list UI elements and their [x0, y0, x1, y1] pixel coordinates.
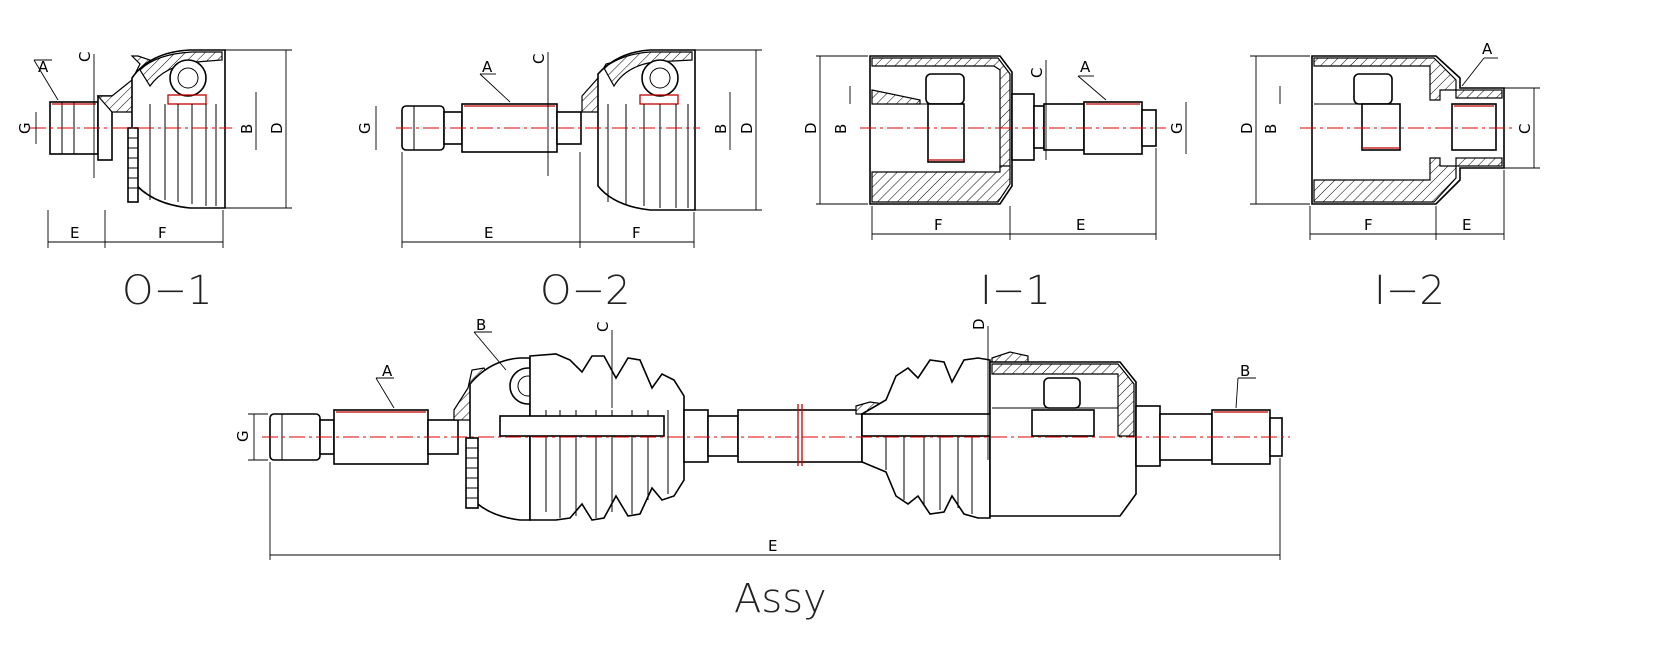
i2-label-c: C: [1516, 124, 1534, 134]
i2-label-a: A: [1482, 40, 1493, 58]
i1-label-d: D: [802, 122, 820, 134]
i2-label-f: F: [1364, 216, 1373, 234]
o2-part: [396, 49, 700, 211]
i2-label-b: B: [1262, 124, 1280, 134]
o1-label-g: G: [16, 122, 34, 134]
i1-label-e: E: [1076, 216, 1085, 234]
view-o2: A C G B D E F O−2: [356, 49, 762, 314]
o2-dimensions: [375, 49, 762, 248]
i1-label-b: B: [832, 124, 850, 134]
o2-label-c: C: [530, 54, 548, 64]
i1-label-f: F: [934, 216, 943, 234]
o2-label-g: G: [356, 122, 374, 134]
assy-label-e: E: [768, 537, 777, 555]
o2-label-b: B: [712, 124, 730, 134]
assy-dimensions: [248, 326, 1281, 560]
o1-label-b: B: [238, 124, 256, 134]
assy-caption: Assy: [734, 576, 827, 622]
o1-abs-ring: [127, 127, 139, 203]
assy-label-b-right: B: [1240, 362, 1250, 380]
i1-label-c: C: [1028, 68, 1046, 78]
i1-label-g: G: [1168, 122, 1186, 134]
assy-label-a: A: [382, 362, 393, 380]
assy-label-c: C: [594, 322, 612, 332]
o1-caption: O−1: [122, 268, 212, 314]
i1-dimensions: [816, 55, 1187, 240]
i2-caption: I−2: [1374, 268, 1445, 314]
i1-part: [860, 55, 1166, 205]
o2-label-a: A: [482, 58, 493, 76]
i2-part: [1300, 55, 1512, 205]
o1-part: [30, 49, 232, 209]
assy-label-d: D: [970, 318, 988, 330]
o2-label-f: F: [632, 224, 641, 242]
view-i1: D B C A G F E I−1: [802, 55, 1187, 314]
i1-caption: I−1: [980, 268, 1051, 314]
o2-caption: O−2: [540, 268, 630, 314]
o1-label-c: C: [76, 52, 94, 62]
i2-dimensions: [1250, 55, 1540, 240]
assy-label-g: G: [234, 430, 252, 442]
assy-part: [262, 351, 1290, 521]
o1-label-a: A: [38, 58, 49, 76]
i2-label-d: D: [1238, 122, 1256, 134]
assy-label-b-left: B: [476, 316, 486, 334]
o1-label-e: E: [70, 224, 79, 242]
view-o1: A C G B D E F O−1: [16, 49, 292, 314]
o1-label-d: D: [268, 122, 286, 134]
o2-label-e: E: [484, 224, 493, 242]
o1-label-f: F: [158, 224, 167, 242]
view-assy: A B C D B G E Assy: [234, 316, 1290, 622]
i2-label-e: E: [1462, 216, 1471, 234]
i1-label-a: A: [1080, 58, 1091, 76]
view-i2: D B A C F E I−2: [1238, 40, 1540, 314]
o1-dimensions: [33, 49, 292, 248]
o2-label-d: D: [738, 122, 756, 134]
